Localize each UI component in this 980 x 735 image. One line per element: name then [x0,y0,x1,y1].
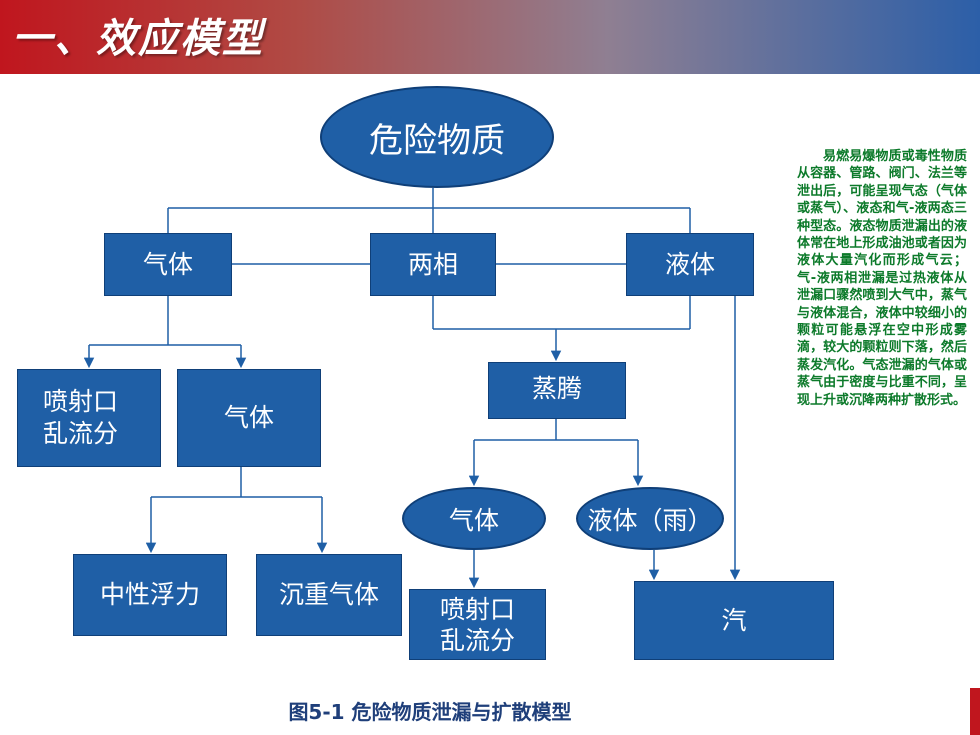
figure-caption: 图5-1 危险物质泄漏与扩散模型 [288,700,572,724]
node-two-phase: 两相 [370,233,496,296]
node-gas-sub: 气体 [177,369,321,467]
corner-accent-bar [970,688,980,735]
node-jet-turbulence-bottom: 喷射口 乱流分 [409,589,546,660]
node-jet-turbulence-left: 喷射口 乱流分 [17,369,161,467]
node-vapor: 汽 [634,581,834,660]
title-banner: 一、效应模型 [0,0,980,74]
node-gas: 气体 [104,233,232,296]
node-liquid: 液体 [626,233,754,296]
node-gas-ellipse: 气体 [402,487,546,550]
node-boiling: 蒸腾 [488,362,626,419]
node-liquid-rain-ellipse: 液体（雨） [576,487,724,550]
root-hazardous-material: 危险物质 [320,86,554,188]
explanation-note: 易燃易爆物质或毒性物质从容器、管路、阀门、法兰等泄出后，可能呈现气态（气体或蒸气… [797,149,967,408]
page-title: 一、效应模型 [12,16,264,62]
node-heavy-gas: 沉重气体 [256,554,402,636]
node-neutral-buoyancy: 中性浮力 [73,554,227,636]
